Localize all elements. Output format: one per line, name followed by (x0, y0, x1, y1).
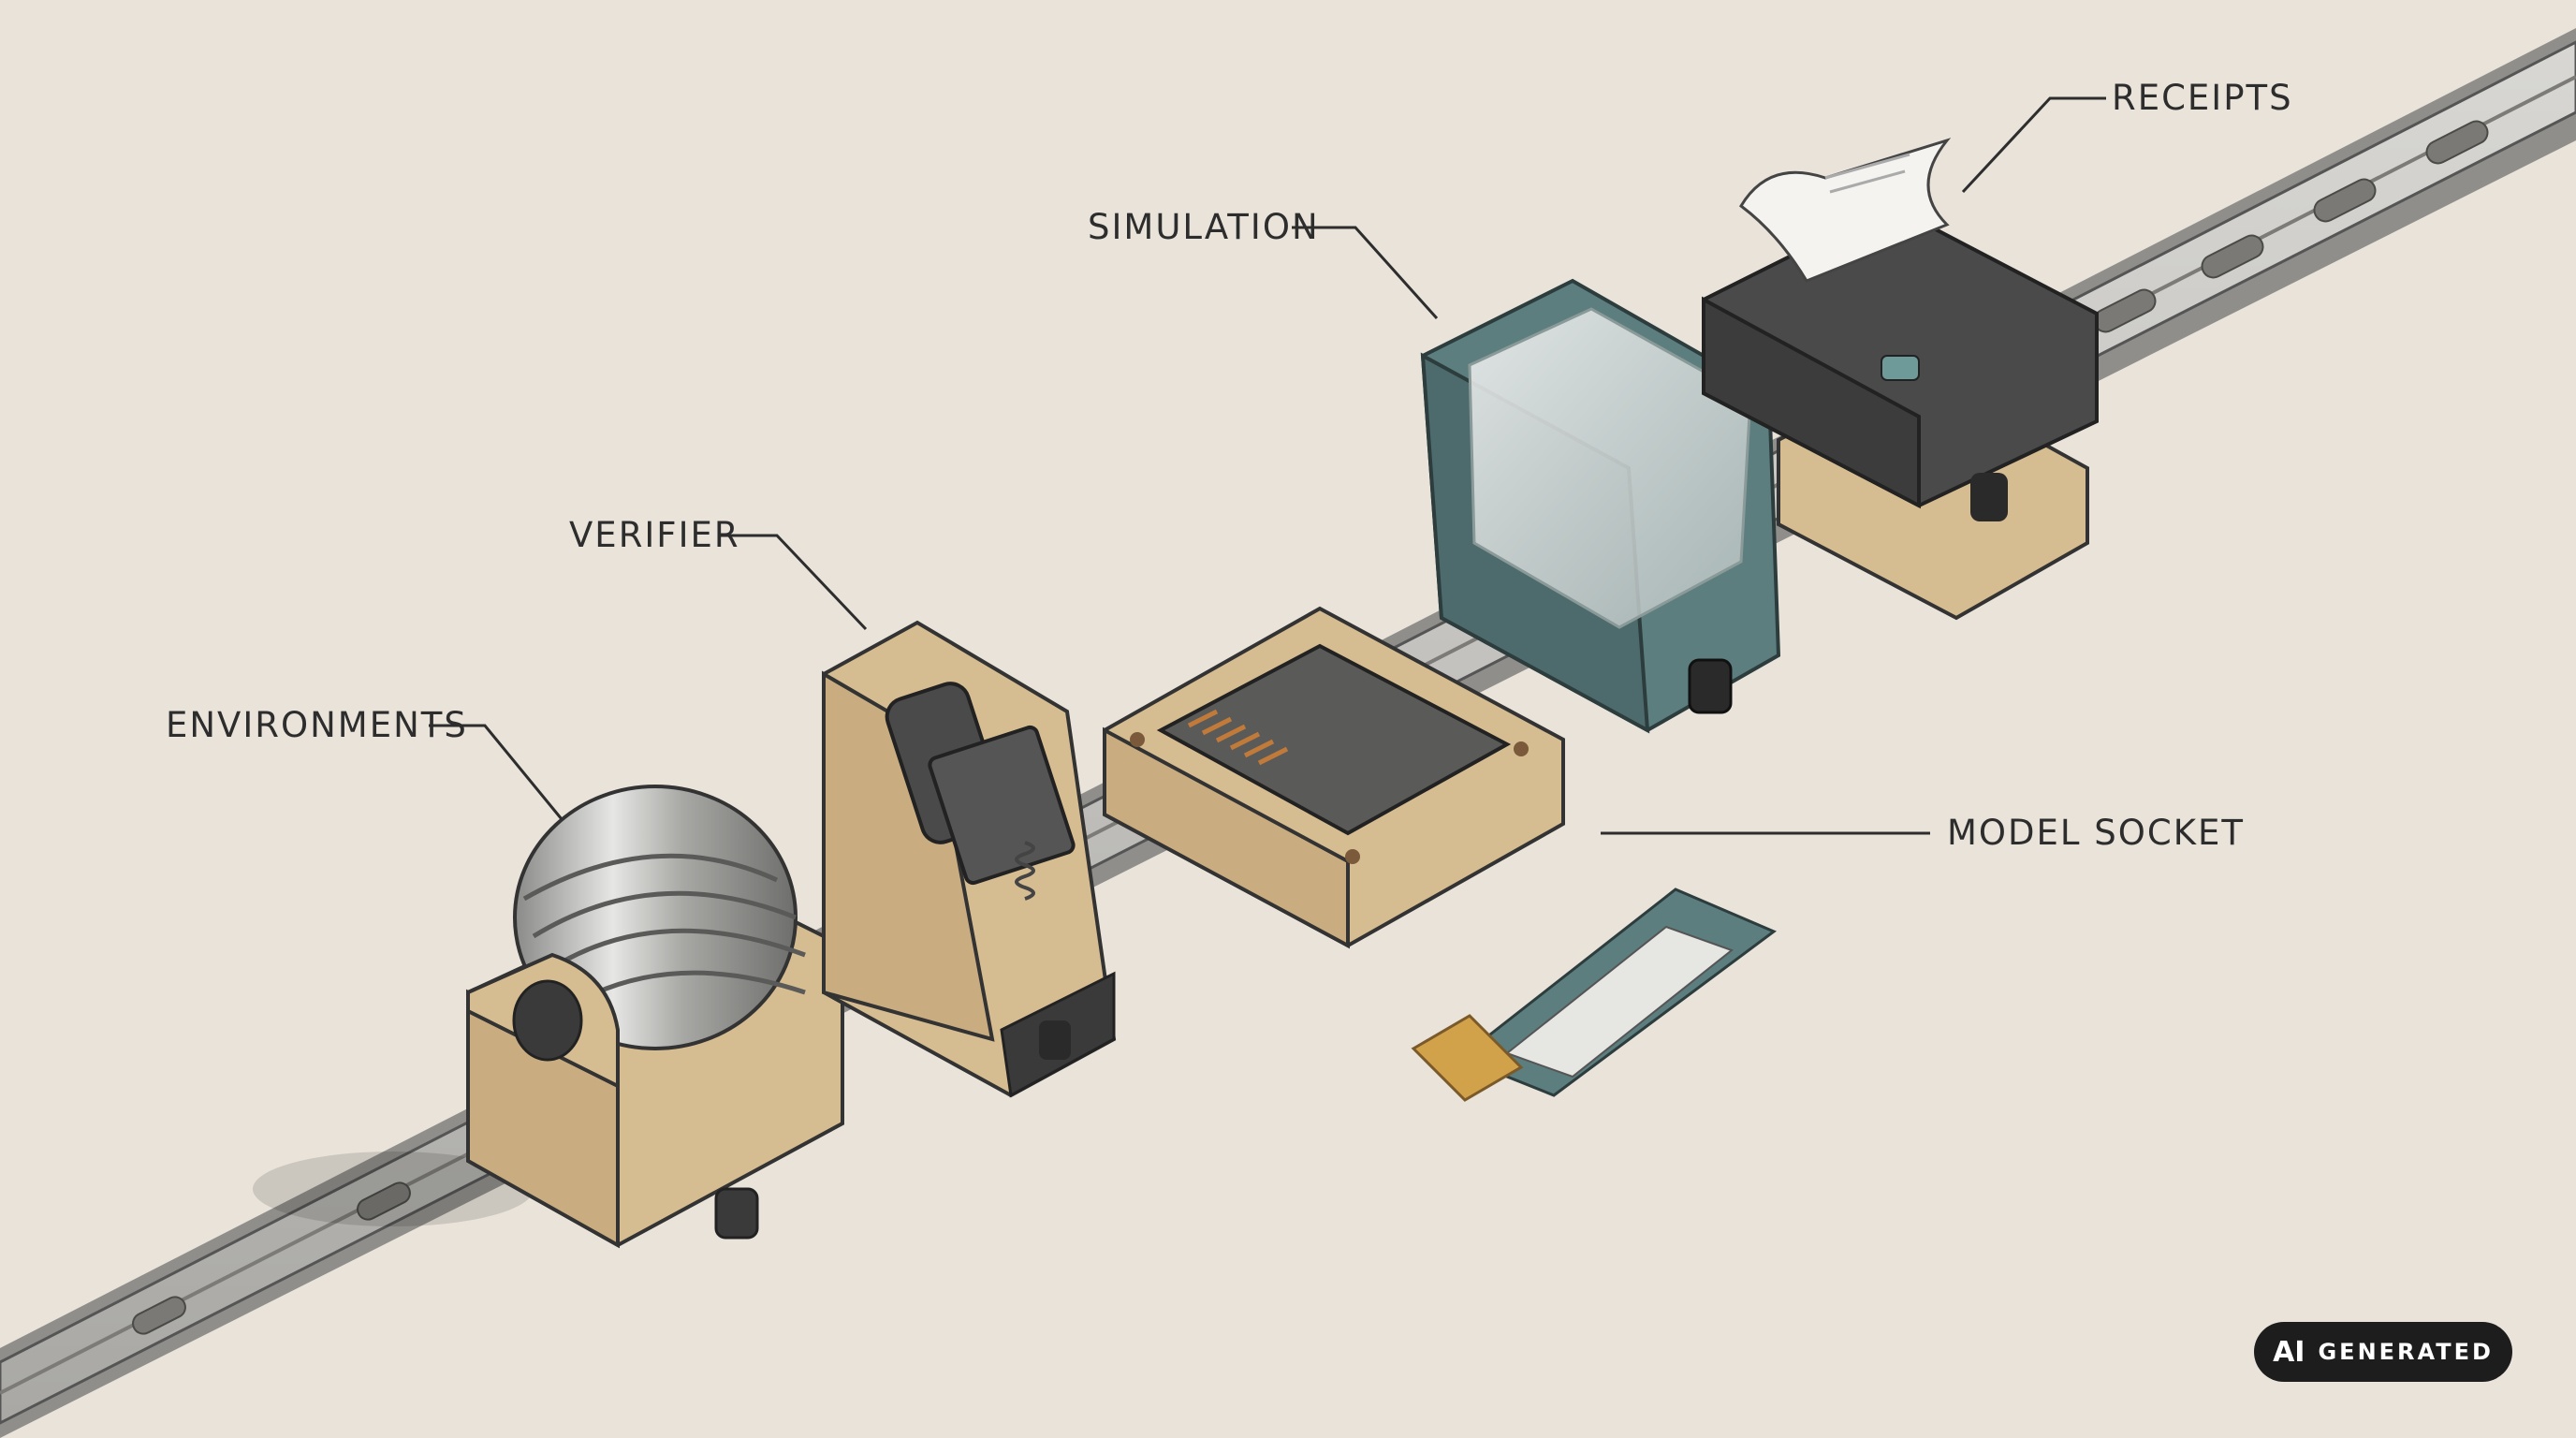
spool-icon (253, 785, 844, 1249)
leader-lines (429, 96, 2106, 835)
badge-generated-text: GENERATED (2318, 1339, 2494, 1365)
label-receipts: RECEIPTS (2112, 78, 2293, 118)
label-environments: ENVIRONMENTS (166, 705, 468, 745)
usb-stick-icon (1411, 888, 1777, 1102)
ai-generated-badge: AI GENERATED (2254, 1322, 2512, 1382)
socket-tray-icon (1103, 606, 1565, 949)
label-simulation: SIMULATION (1088, 207, 1320, 247)
receipt-printer-icon (1702, 138, 2099, 621)
badge-ai-text: AI (2273, 1335, 2305, 1369)
label-model-socket: MODEL SOCKET (1947, 813, 2245, 853)
label-verifier: VERIFIER (569, 515, 740, 555)
verifier-clamp-icon (822, 620, 1117, 1098)
simulation-cube-icon (1420, 278, 1781, 734)
